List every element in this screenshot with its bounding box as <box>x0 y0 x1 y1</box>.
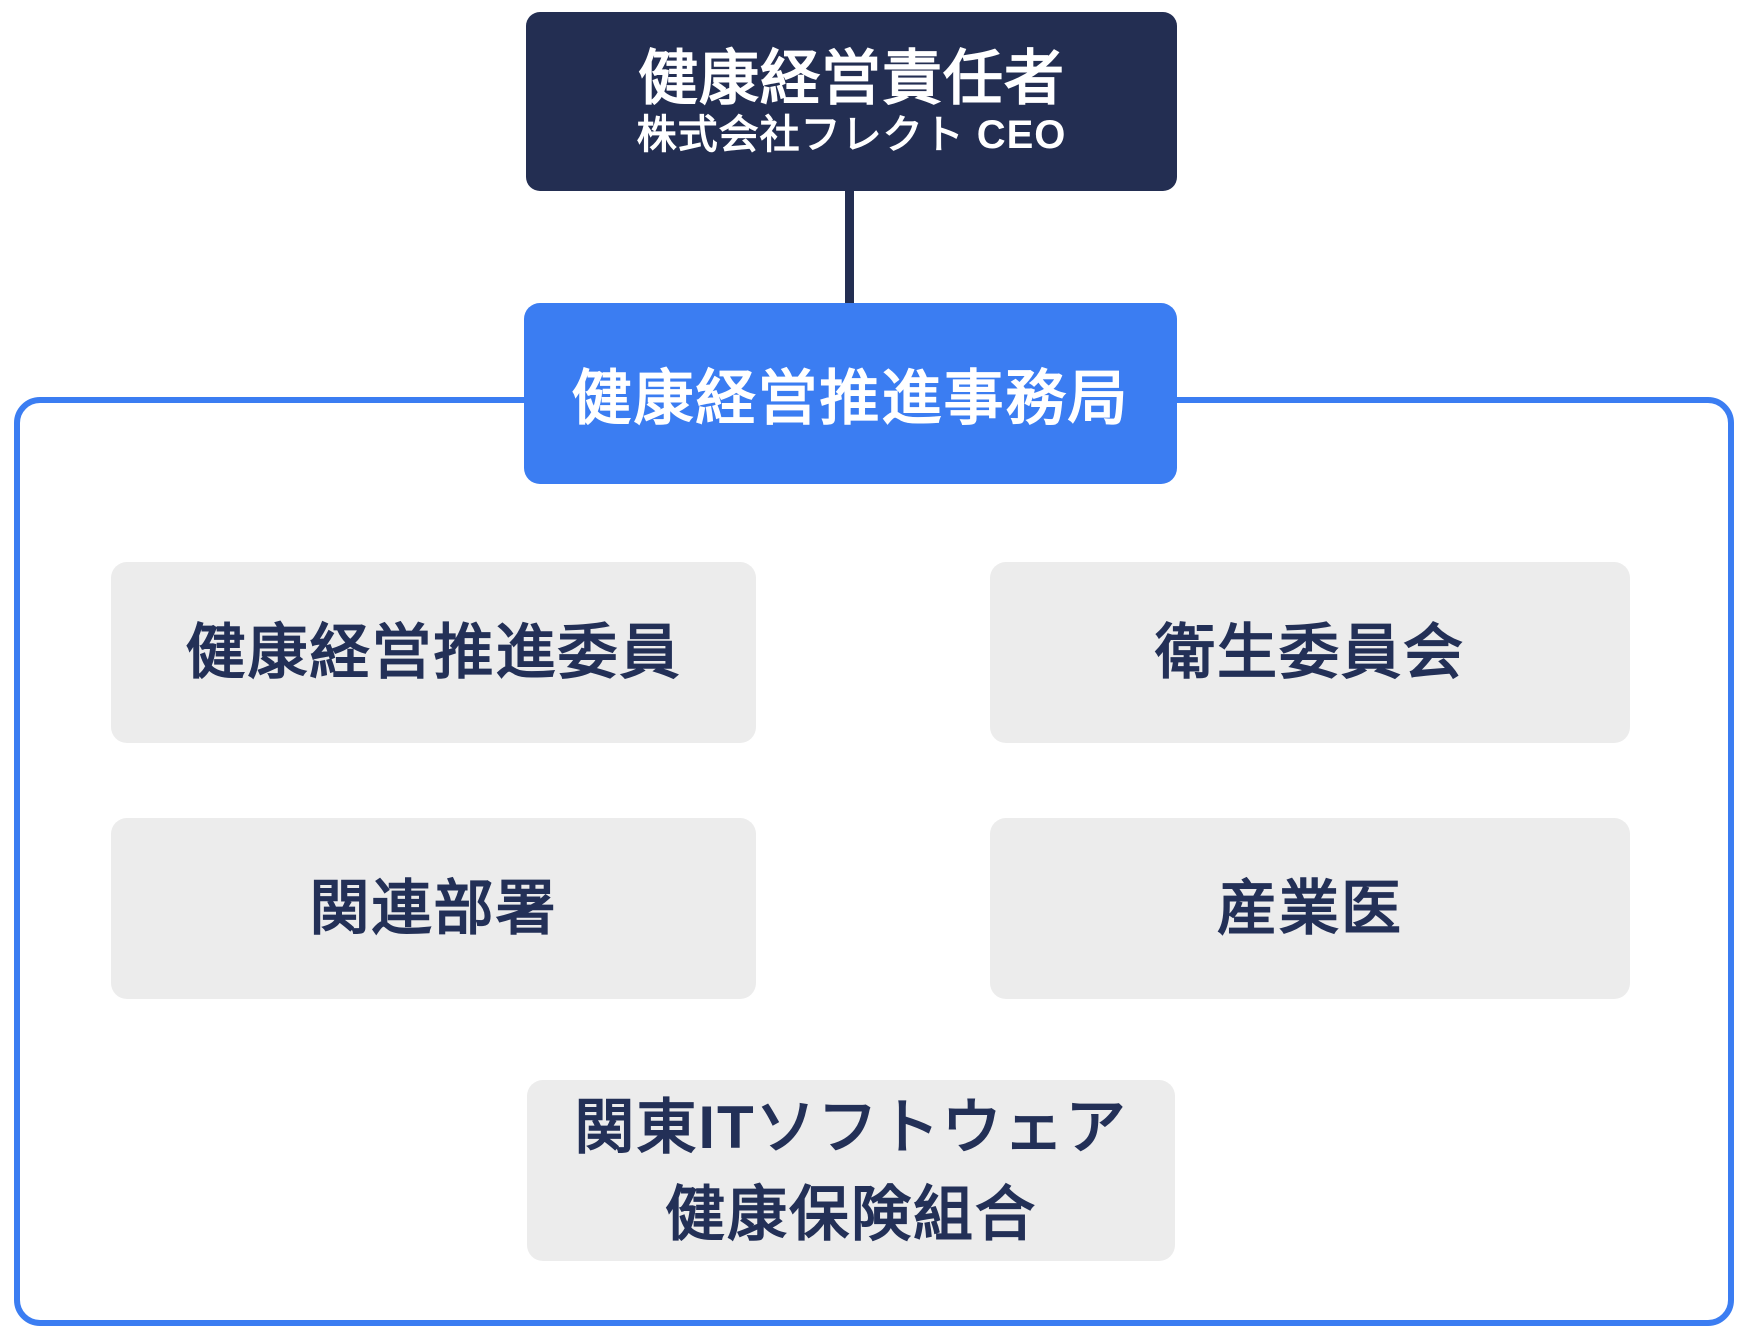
member-node-label-line1: 関東ITソフトウェア <box>574 1093 1128 1161</box>
member-node-related-departments: 関連部署 <box>111 818 756 999</box>
member-node-promotion-committee: 健康経営推進委員 <box>111 562 756 743</box>
member-node-label: 産業医 <box>1217 875 1403 942</box>
health-officer-subtitle: 株式会社フレクト CEO <box>636 112 1067 157</box>
member-node-label: 衛生委員会 <box>1155 619 1465 686</box>
member-node-label-line2: 健康保険組合 <box>665 1180 1037 1248</box>
member-node-occupational-physician: 産業医 <box>990 818 1630 999</box>
member-node-hygiene-committee: 衛生委員会 <box>990 562 1630 743</box>
promotion-office-label: 健康経営推進事務局 <box>571 365 1130 432</box>
promotion-office-node: 健康経営推進事務局 <box>524 303 1177 484</box>
member-node-label: 関連部署 <box>309 875 558 942</box>
health-officer-title: 健康経営責任者 <box>638 44 1065 112</box>
member-node-health-insurance-union: 関東ITソフトウェア 健康保険組合 <box>527 1080 1175 1261</box>
member-node-label: 健康経営推進委員 <box>185 619 682 686</box>
health-officer-node: 健康経営責任者 株式会社フレクト CEO <box>526 12 1177 191</box>
connector-line <box>845 191 854 304</box>
